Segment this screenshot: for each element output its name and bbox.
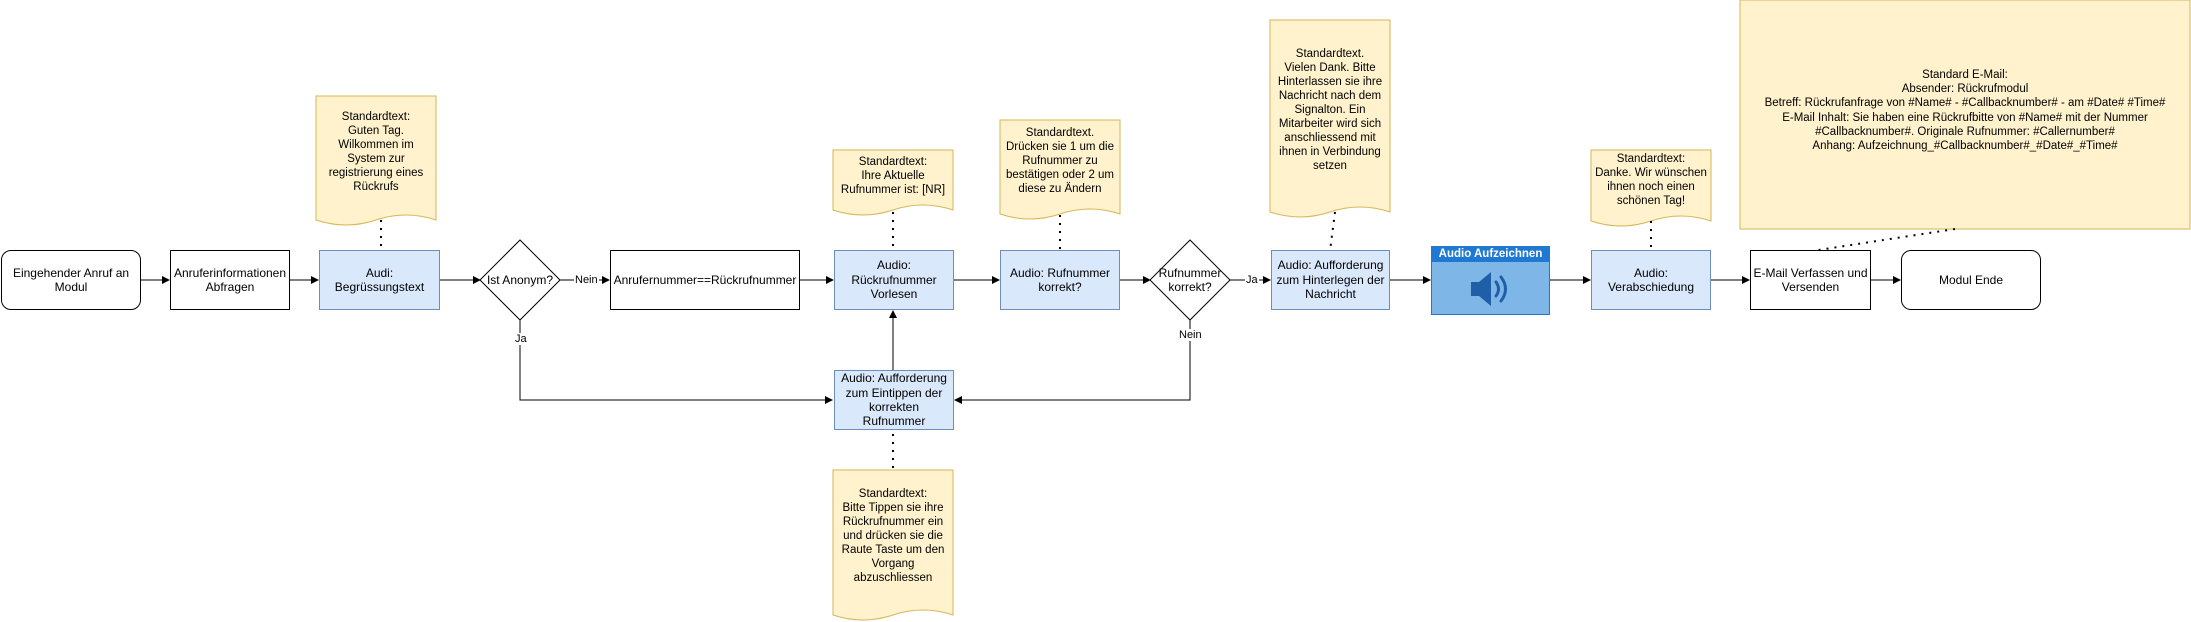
node-anon[interactable]: Ist Anonym? <box>486 272 554 287</box>
node-greet[interactable]: Audi: Begrüssungstext <box>319 250 440 310</box>
note-shape-greet <box>315 95 437 226</box>
note-connectors <box>380 211 1956 470</box>
node-info[interactable]: Anruferinformationen Abfragen <box>170 250 290 310</box>
note-email: Standard E-Mail: Absender: Rückrufmodul … <box>1764 69 2166 152</box>
edge-label-nein-anon: Nein <box>574 274 599 287</box>
note-shape-goodbye <box>1590 149 1712 227</box>
node-leave[interactable]: Audio: Aufforderung zum Hinterlegen der … <box>1271 250 1390 310</box>
node-enter[interactable]: Audio: Aufforderung zum Eintippen der ko… <box>834 370 954 430</box>
note-shapes <box>315 0 2191 621</box>
note-shape-confirm <box>999 119 1121 220</box>
node-start[interactable]: Eingehender Anruf an Modul <box>1 250 141 310</box>
node-correct[interactable]: Rufnummer korrekt? <box>1158 265 1222 294</box>
node-end[interactable]: Modul Ende <box>1901 250 2041 310</box>
edge-label-nein-correct: Nein <box>1178 329 1203 342</box>
diamond-anon <box>479 239 561 321</box>
decision-shapes <box>479 239 1231 321</box>
node-email[interactable]: E-Mail Verfassen und Versenden <box>1750 250 1871 310</box>
edge-label-ja-correct: Ja <box>1245 274 1259 287</box>
edge-label-ja-anon: Ja <box>514 333 528 346</box>
note-leave: Standardtext. Vielen Dank. Bitte Hinterl… <box>1277 47 1383 173</box>
note-readback: Standardtext: Ihre Aktuelle Rufnummer is… <box>840 155 946 196</box>
node-record[interactable]: Audio Aufzeichnen <box>1431 246 1550 315</box>
edge-anon-enter <box>519 320 833 404</box>
node-goodbye[interactable]: Audio: Verabschiedung <box>1591 250 1711 310</box>
note-shape-readback <box>832 149 954 216</box>
edge-correct-enter <box>954 320 1191 404</box>
node-readback[interactable]: Audio: Rückrufnummer Vorlesen <box>834 250 954 310</box>
speaker-icon <box>1471 272 1507 306</box>
record-title: Audio Aufzeichnen <box>1432 247 1549 262</box>
note-enter: Standardtext: Bitte Tippen sie ihre Rück… <box>841 487 945 585</box>
note-greet: Standardtext: Guten Tag. Wilkommen im Sy… <box>328 110 424 194</box>
node-confirm[interactable]: Audio: Rufnummer korrekt? <box>1000 250 1120 310</box>
note-shape-email <box>1739 0 2191 230</box>
note-shape-leave <box>1269 19 1391 218</box>
node-compare[interactable]: Anrufernummer==Rückrufnummer <box>610 250 800 310</box>
note-shape-enter <box>832 469 954 621</box>
note-goodbye: Standardtext: Danke. Wir wünschen ihnen … <box>1595 152 1707 208</box>
diamond-correct <box>1149 239 1231 321</box>
note-confirm: Standardtext. Drücken sie 1 um die Rufnu… <box>1005 126 1115 196</box>
